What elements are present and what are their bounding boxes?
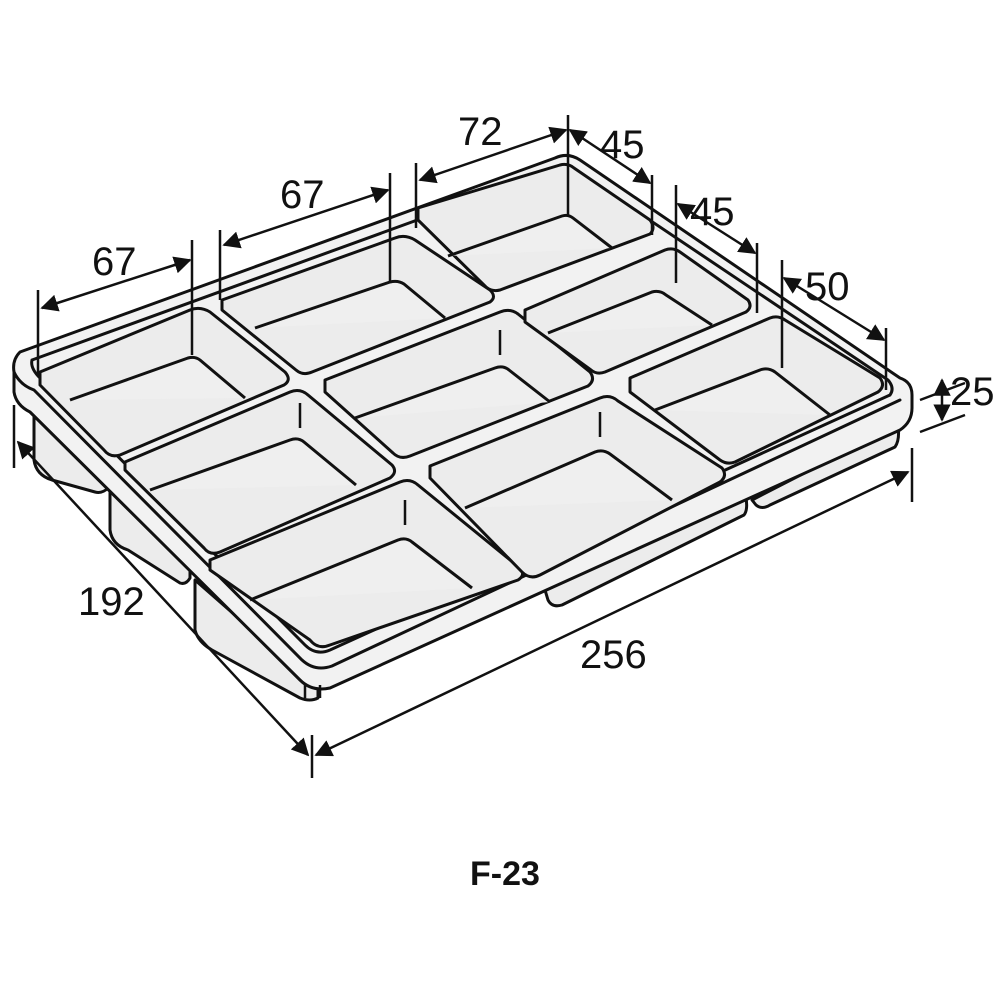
dim-side-cell-3: 50: [805, 265, 850, 309]
dim-side-cell-2: 45: [690, 190, 735, 234]
dim-depth: 192: [78, 580, 145, 624]
dim-back-cell-3: 72: [458, 110, 503, 154]
dim-back-cell-2: 67: [280, 173, 325, 217]
dimension-lines: [12, 115, 966, 778]
dim-height: 25: [950, 370, 995, 414]
figure-caption: F-23: [470, 855, 540, 893]
dim-side-cell-1: 45: [600, 123, 645, 167]
dim-width: 256: [580, 633, 647, 677]
dim-back-cell-1: 67: [92, 240, 137, 284]
